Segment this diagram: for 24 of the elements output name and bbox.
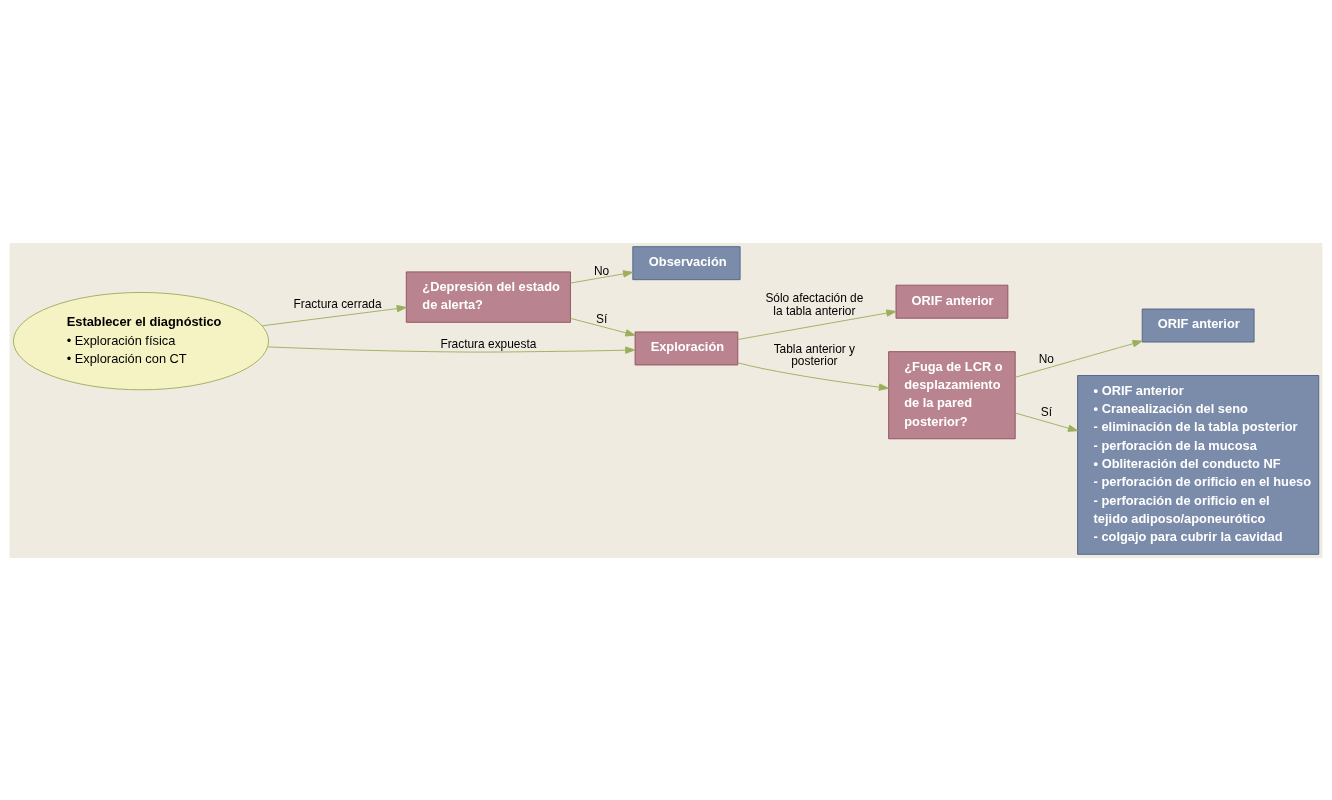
edge-label: Fractura cerrada [293,296,382,311]
arrow [570,269,634,283]
node-box: • ORIF anterior • Cranealización del seno - eliminación de la tabla posterior - perforación de la mucosa • Obliteración del conducto NF - perforación de orificio en el hueso - perforación de orificio en el tejido adiposo/aponeurótico - colgajo para cubrir la cavidad [1077,374,1320,555]
arrow [261,304,407,326]
node-ellipse: Establecer el diagnóstico • Exploración física • Exploración con CT [12,291,269,390]
node-box: ¿Fuga de LCR o desplazamiento de la pared posterior? [888,350,1016,439]
edge-label: Tabla anterior y posterior [773,340,856,368]
node-box: ORIF anterior [895,284,1009,319]
edge-label: Sí [596,311,608,326]
arrow [737,361,889,391]
node-box: ORIF anterior [1141,308,1255,342]
edge-label: No [594,263,610,278]
edge-label: No [1038,351,1054,366]
arrow [737,308,897,340]
node-box: ¿Depresión del estado de alerta? [405,270,571,323]
arrow [267,345,636,354]
node-box: Exploración [634,331,739,365]
arrow [570,317,636,336]
arrow [1015,412,1078,432]
node-box: Observación [632,245,741,280]
edge-label: Fractura expuesta [440,336,537,351]
arrow [1014,339,1143,378]
edge-label: Sí [1040,404,1053,419]
edge-label: Sólo afectación de la tabla anterior [765,290,864,318]
